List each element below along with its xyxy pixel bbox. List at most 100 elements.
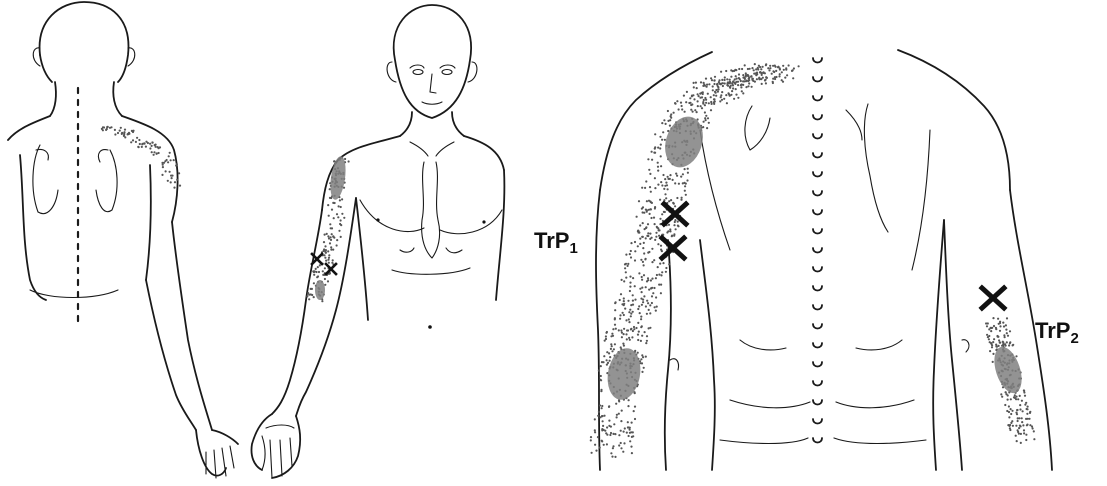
pain-dot <box>654 152 656 154</box>
pain-dot <box>601 415 603 417</box>
pain-dot <box>1009 429 1011 431</box>
pain-dot <box>711 103 713 105</box>
pain-dot <box>641 291 643 293</box>
pain-dot <box>783 69 785 71</box>
pain-dot <box>697 105 699 107</box>
pain-dot <box>1026 408 1028 410</box>
pain-dot <box>651 159 653 161</box>
pain-dot <box>716 83 718 85</box>
pain-dot <box>117 132 119 134</box>
pain-dot <box>747 85 749 87</box>
pain-dot <box>629 253 631 255</box>
pain-dot <box>603 355 605 357</box>
pain-dot <box>631 452 633 454</box>
pain-dot <box>674 219 676 221</box>
pain-dot <box>615 403 617 405</box>
pain-dot <box>715 95 717 97</box>
pain-dot <box>772 82 774 84</box>
pain-dot <box>138 139 140 141</box>
pain-dot <box>153 151 155 153</box>
pain-dot <box>647 158 649 160</box>
pain-dot <box>627 426 629 428</box>
pain-dot <box>629 309 631 311</box>
pain-dot <box>167 180 169 182</box>
pain-dot <box>621 410 623 412</box>
pain-dot <box>323 241 325 243</box>
pain-dot <box>339 223 341 225</box>
pain-dot <box>782 65 784 67</box>
pain-dot <box>737 84 739 86</box>
pain-dot <box>163 162 165 164</box>
pain-dot <box>748 82 750 84</box>
pain-dot <box>637 231 639 233</box>
pain-dot <box>634 241 636 243</box>
trigger-point-x-icon <box>326 264 336 274</box>
pain-dot <box>632 304 634 306</box>
pain-dot <box>314 270 316 272</box>
pain-dot <box>768 69 770 71</box>
pain-dot <box>338 230 340 232</box>
pain-dot <box>642 247 644 249</box>
pain-dot <box>327 280 329 282</box>
pain-dot <box>1014 397 1016 399</box>
pain-dot <box>695 82 697 84</box>
pain-dot <box>1020 442 1022 444</box>
pain-dot <box>627 263 629 265</box>
pain-dot <box>328 262 330 264</box>
pain-dot <box>623 345 625 347</box>
pain-dot <box>1005 324 1007 326</box>
pain-dot <box>646 280 648 282</box>
pain-dot <box>643 274 645 276</box>
pain-dot <box>328 254 330 256</box>
pain-dot <box>704 111 706 113</box>
pain-dot <box>620 447 622 449</box>
pain-dot <box>640 326 642 328</box>
pain-dot <box>660 274 662 276</box>
pain-dot <box>612 328 614 330</box>
pain-dot <box>680 199 682 201</box>
pain-dot <box>658 274 660 276</box>
pain-dot <box>1005 345 1007 347</box>
pain-dot <box>325 252 327 254</box>
pain-dot <box>655 232 657 234</box>
pain-dot <box>668 200 670 202</box>
pain-dot <box>105 129 107 131</box>
pain-dot <box>732 84 734 86</box>
pain-dot <box>781 71 783 73</box>
pain-dot <box>992 317 994 319</box>
pain-dot <box>742 84 744 86</box>
pain-dot <box>703 99 705 101</box>
pain-dot <box>136 137 138 139</box>
pain-dot <box>621 279 623 281</box>
pain-dot <box>614 456 616 458</box>
pain-dot <box>619 318 621 320</box>
pain-dot <box>324 278 326 280</box>
pain-dot <box>1006 410 1008 412</box>
pain-dot <box>602 425 604 427</box>
pain-dot <box>635 327 637 329</box>
pain-dot <box>708 122 710 124</box>
pain-dot <box>106 126 108 128</box>
pain-dot <box>644 187 646 189</box>
pain-dot <box>632 311 634 313</box>
pain-dot <box>1033 438 1035 440</box>
pain-dot <box>748 75 750 77</box>
vertebra-mark <box>813 134 822 139</box>
pain-dot <box>608 352 610 354</box>
pain-dot <box>993 325 995 327</box>
pain-dot <box>338 205 340 207</box>
pain-dot <box>772 78 774 80</box>
pain-dot <box>660 292 662 294</box>
pain-dot <box>162 164 164 166</box>
pain-dot <box>681 105 683 107</box>
pain-dot <box>618 413 620 415</box>
pain-dot <box>618 444 620 446</box>
pain-dot <box>606 426 608 428</box>
pain-dot <box>671 235 673 237</box>
pain-dot <box>322 270 324 272</box>
pain-dot <box>649 186 651 188</box>
pain-dot <box>639 288 641 290</box>
pain-dot <box>689 97 691 99</box>
pain-dot <box>704 117 706 119</box>
pain-dot <box>771 73 773 75</box>
